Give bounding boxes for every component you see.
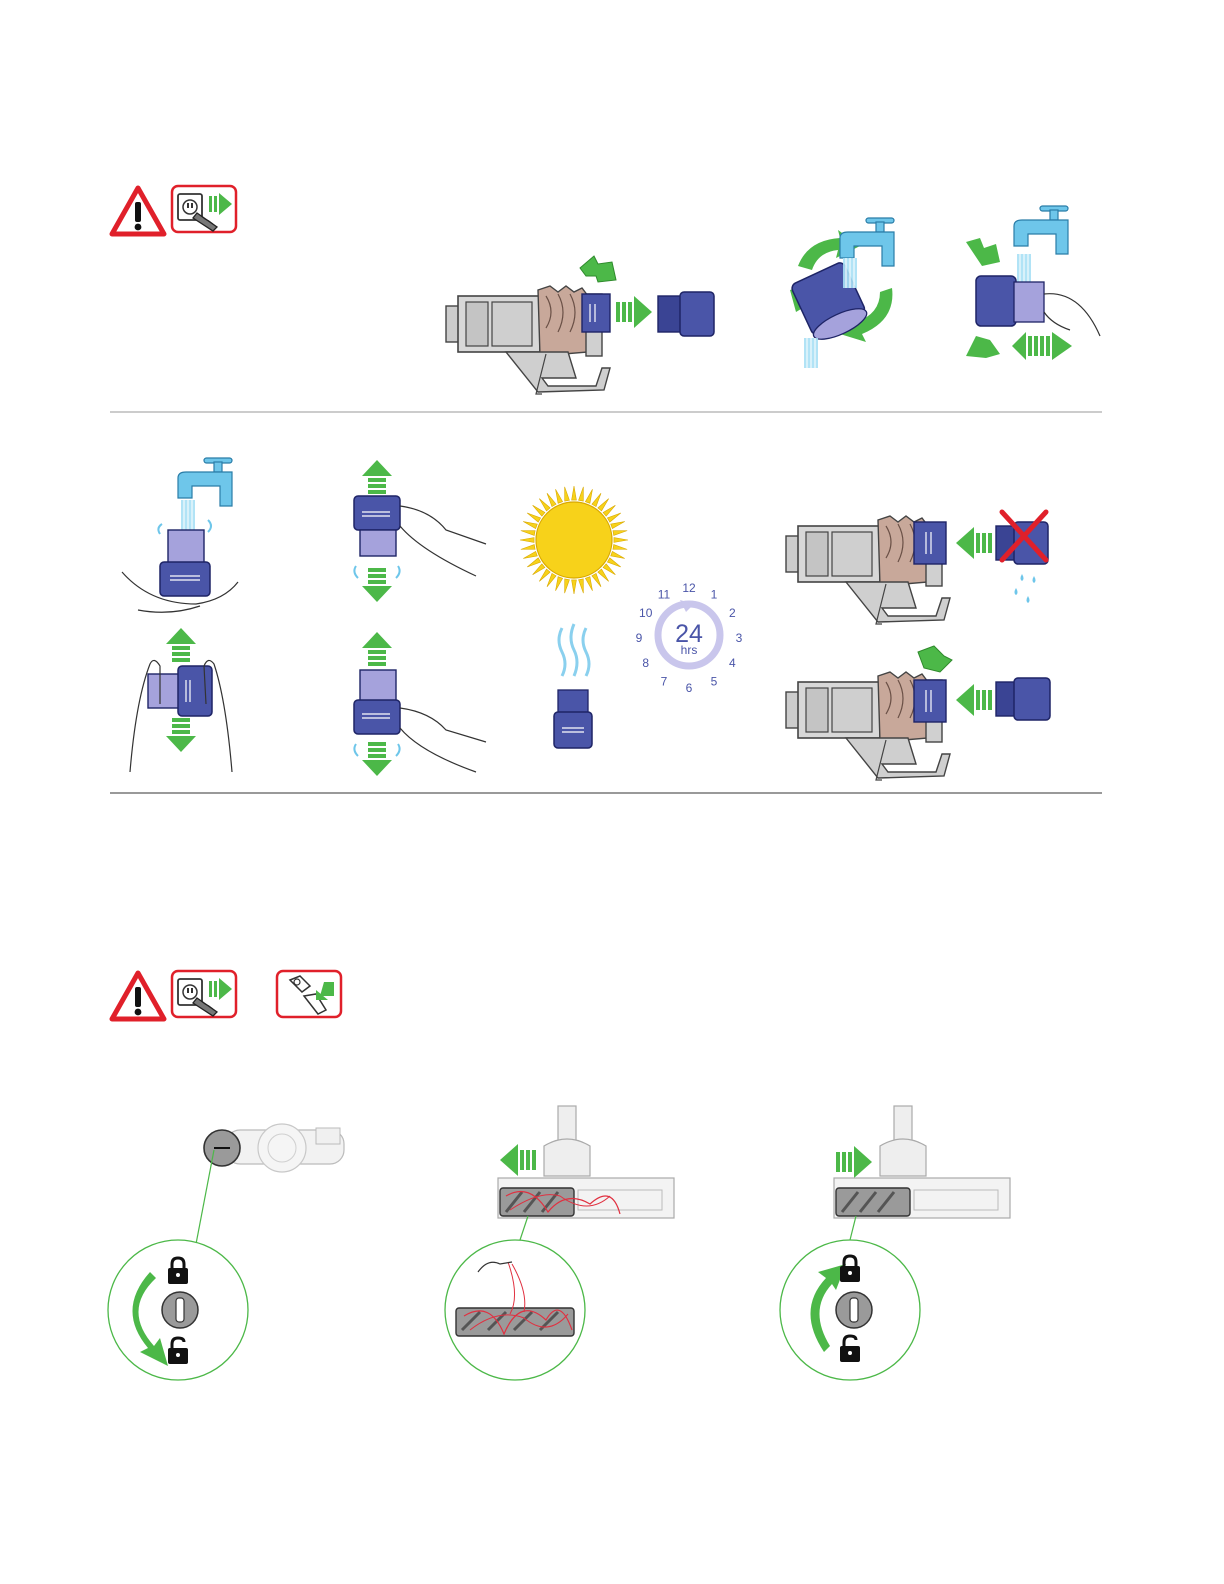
- clock-hour-label: 3: [736, 631, 743, 645]
- sun-ray: [527, 558, 540, 567]
- sun-ray: [598, 569, 609, 581]
- filter-upright: [160, 530, 210, 596]
- filter-in-hand: [976, 276, 1100, 336]
- clock-hour-label: 8: [642, 656, 649, 670]
- filter-attached: [914, 522, 946, 564]
- sun-ray: [539, 499, 550, 511]
- sun-ray: [598, 499, 609, 511]
- sun-ray: [521, 545, 535, 550]
- brush-detail-circle: [445, 1240, 585, 1380]
- arrow-icon: [616, 296, 652, 328]
- sun-ray: [523, 551, 537, 558]
- clock-hour-label: 9: [636, 631, 643, 645]
- sun-ray: [592, 573, 601, 586]
- tap-icon: [178, 458, 232, 506]
- clock-hour-label: 1: [711, 588, 718, 602]
- filter-attached: [914, 680, 946, 722]
- sun-ray: [565, 487, 570, 501]
- sun-ray: [565, 579, 570, 593]
- sun-ray: [556, 489, 563, 503]
- heat-waves-icon: [559, 624, 589, 676]
- twist-arrow-icon: [580, 256, 616, 282]
- filter-pulled: [354, 496, 486, 576]
- clock-hour-label: 11: [658, 588, 671, 602]
- sun-ray: [533, 505, 545, 516]
- clock-hour-label: 4: [729, 656, 736, 670]
- sun-ray: [539, 569, 550, 581]
- cleaner-head-side: [204, 1124, 344, 1172]
- brush-bar: [836, 1188, 910, 1216]
- arrow-icon: [166, 718, 196, 752]
- sun-ray: [611, 551, 625, 558]
- sun-ray: [547, 573, 556, 586]
- sun-icon: [520, 486, 628, 594]
- sun-ray: [603, 505, 615, 516]
- detach-tool-icon: [277, 971, 341, 1017]
- sun-ray: [607, 558, 620, 567]
- sun-ray: [572, 486, 577, 500]
- sun-ray: [533, 564, 545, 575]
- arrow-icon: [362, 460, 392, 494]
- arrow-icon: [836, 1146, 872, 1178]
- filter-replaced: [996, 678, 1050, 720]
- sun-ray: [614, 538, 628, 543]
- unplug-charger-icon: [172, 971, 236, 1017]
- sun-ray: [579, 487, 584, 501]
- double-arrow-icon: [1012, 332, 1072, 360]
- drying-filter: [554, 690, 592, 748]
- sun-ray: [607, 513, 620, 522]
- sun-ray: [603, 564, 615, 575]
- clock-hour-label: 6: [686, 681, 693, 695]
- detail-leader-line: [520, 1216, 528, 1240]
- tap-icon: [1014, 206, 1068, 254]
- arrow-icon: [362, 568, 392, 602]
- sun-ray: [527, 513, 540, 522]
- sun-ray: [572, 580, 577, 594]
- twist-arrow-icon: [966, 238, 1000, 266]
- filter-removed: [658, 292, 714, 336]
- arrow-icon: [362, 632, 392, 666]
- detail-leader-line: [196, 1150, 214, 1244]
- unplug-charger-icon: [172, 186, 236, 232]
- sun-ray: [520, 538, 534, 543]
- clock-hour-label: 7: [661, 674, 668, 688]
- sun-ray: [613, 531, 627, 536]
- sun-ray: [579, 579, 584, 593]
- arrow-icon: [500, 1144, 536, 1176]
- arrow-icon: [166, 628, 196, 662]
- filter-attached: [582, 294, 610, 332]
- sun-ray: [613, 545, 627, 550]
- clock-hour-label: 10: [639, 606, 653, 620]
- twist-arrow-icon: [966, 336, 1000, 358]
- twist-arrow-icon: [918, 646, 952, 672]
- detail-leader-line: [850, 1216, 856, 1240]
- water-stream: [181, 500, 195, 530]
- sun-ray: [547, 493, 556, 506]
- arrow-icon: [956, 684, 992, 716]
- sun-ray: [521, 531, 535, 536]
- filter-in-hands: [130, 660, 232, 772]
- warning-icon: [112, 188, 164, 234]
- arrow-icon: [956, 527, 992, 559]
- water-drops-icon: [1015, 574, 1036, 603]
- sun-ray: [556, 577, 563, 591]
- clock-hour-label: 2: [729, 606, 736, 620]
- water-stream: [1017, 254, 1031, 284]
- sun-ray: [592, 493, 601, 506]
- clock-hour-label: 5: [711, 674, 718, 688]
- sun-ray: [585, 577, 592, 591]
- sun-ray: [585, 489, 592, 503]
- arrow-icon: [362, 742, 392, 776]
- warning-icon: [112, 973, 164, 1019]
- clock-hour-label: 12: [682, 581, 696, 595]
- clock-unit: hrs: [681, 643, 698, 657]
- sun-ray: [611, 522, 625, 529]
- sun-ray: [523, 522, 537, 529]
